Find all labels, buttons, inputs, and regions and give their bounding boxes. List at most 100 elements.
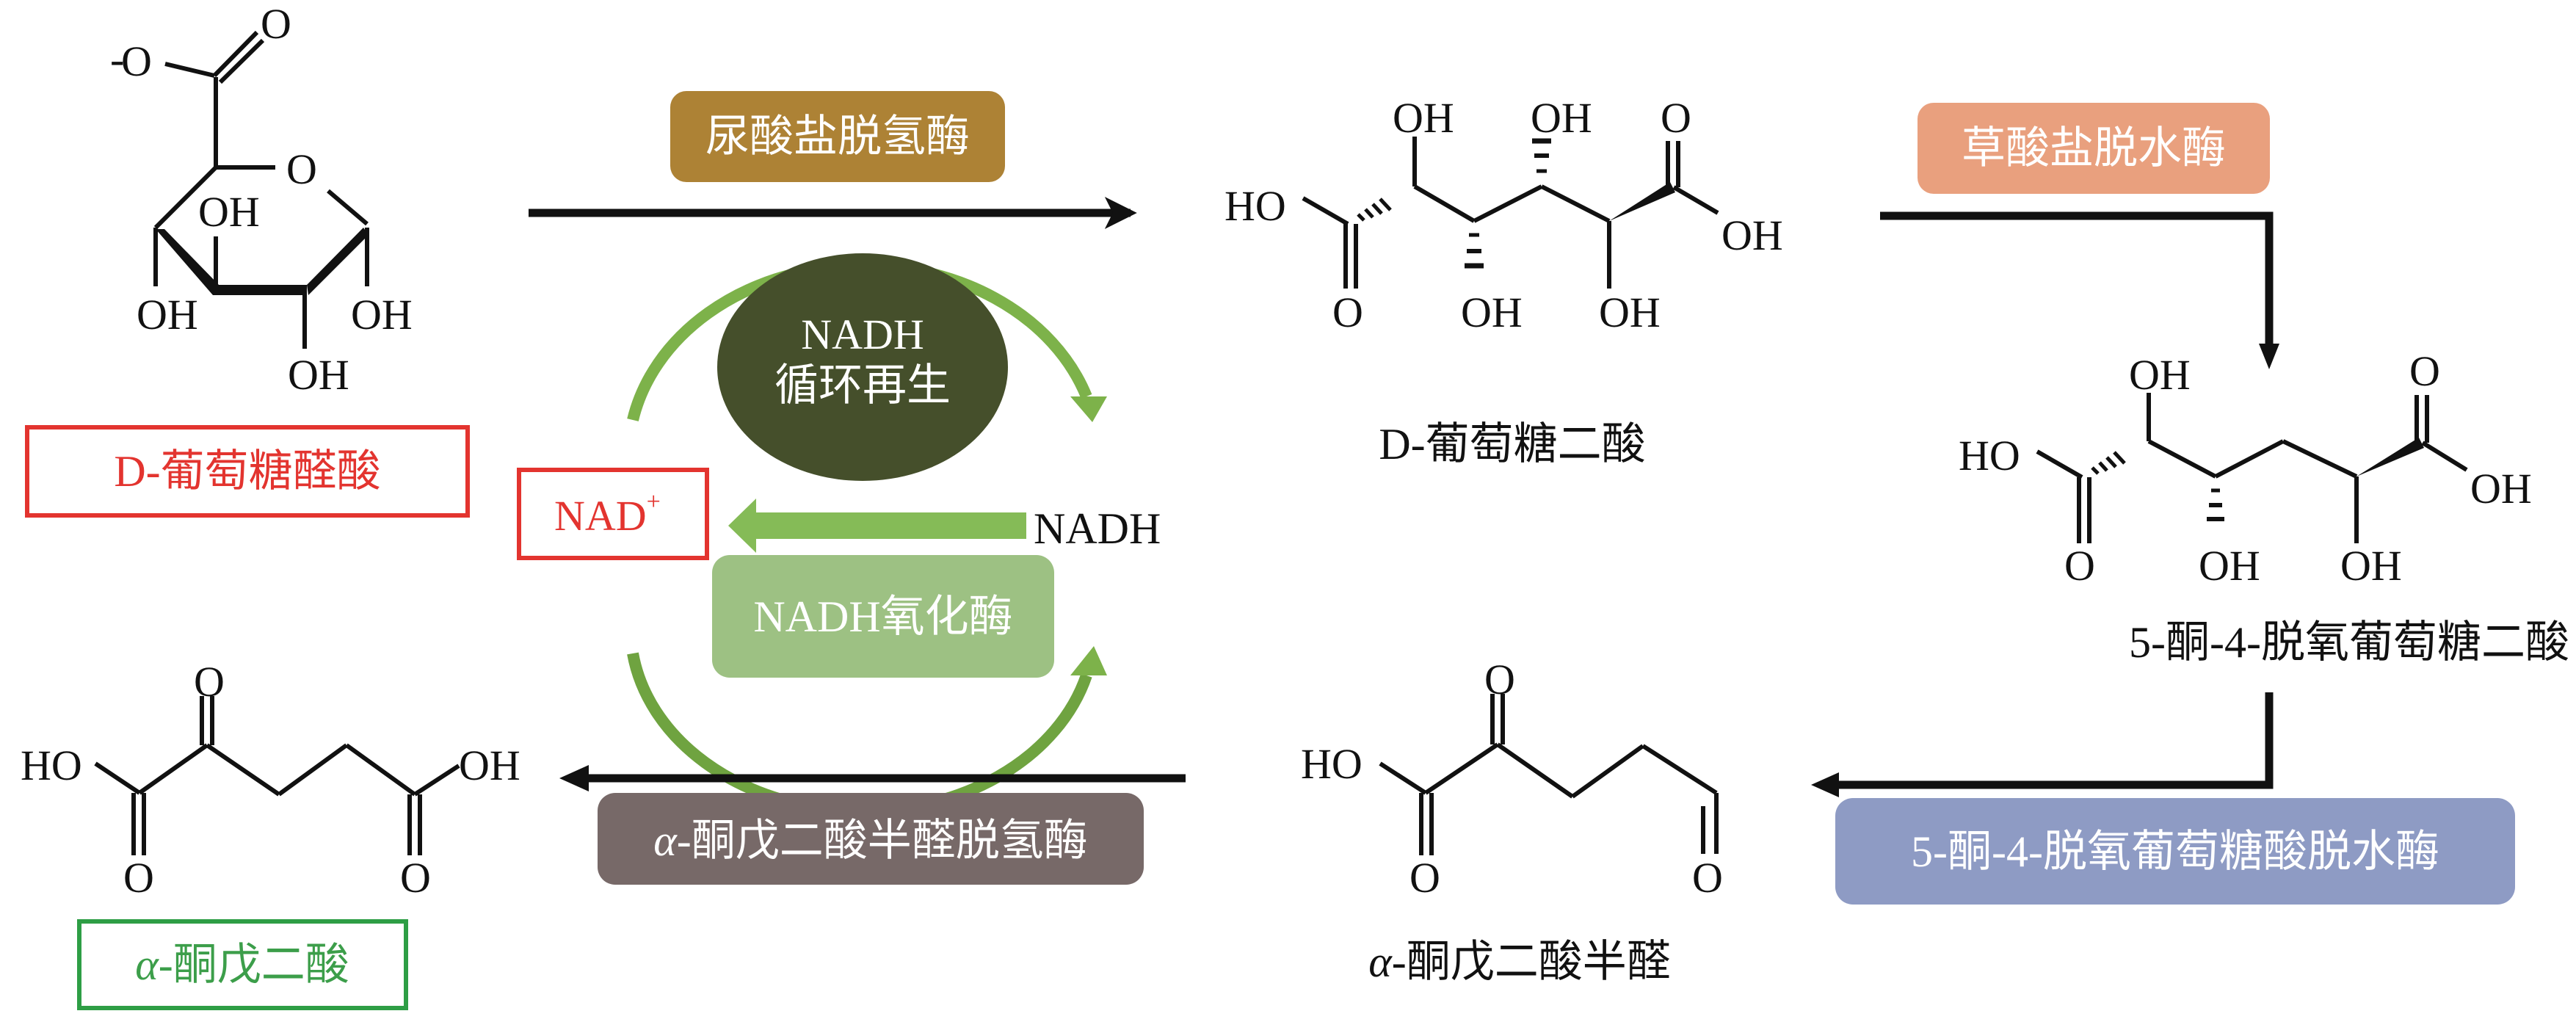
bond	[1302, 196, 1349, 226]
atom-label: O	[1692, 854, 1723, 902]
hashed-bond	[1532, 138, 1551, 173]
bond	[1641, 744, 1718, 795]
atom-label: OH	[1393, 94, 1454, 142]
hashed-bond	[2091, 451, 2126, 475]
cycle-title-line2: 循环再生	[774, 361, 951, 410]
bond	[218, 38, 265, 84]
akg-label: α-酮戊二酸	[135, 940, 349, 989]
kdg-label: 5-酮-4-脱氧葡萄糖二酸	[2129, 618, 2569, 667]
atom-label: -	[110, 35, 124, 83]
atom-label: O	[286, 145, 317, 193]
bond	[1571, 744, 1644, 799]
glucarate-structure: HO O OH OH OH OH O OH	[1224, 94, 1783, 336]
bond	[94, 761, 141, 795]
bond	[164, 62, 215, 78]
atom-label: OH	[1531, 94, 1592, 142]
bond	[2036, 449, 2083, 479]
atom-label: O	[194, 658, 225, 706]
akg-label-text: -酮戊二酸	[159, 940, 349, 989]
bond	[1540, 184, 1611, 223]
nad-plus-superscript: +	[647, 488, 661, 515]
atom-label: OH	[2340, 542, 2402, 590]
atom-label: OH	[1599, 289, 1661, 336]
bond	[2214, 439, 2285, 479]
glucuronate-label: D-葡萄糖醛酸	[114, 447, 380, 496]
bond	[1672, 185, 1719, 215]
nadh-label: NADH	[1034, 504, 1161, 553]
atom-label: O	[121, 37, 152, 85]
atom-label: OH	[2199, 542, 2260, 590]
nad-plus-text: NAD	[554, 492, 647, 540]
glucuronate-label-box	[25, 425, 470, 518]
atom-label: O	[2409, 347, 2440, 395]
reaction-arrowhead-4	[559, 765, 589, 791]
wedge-bond	[2357, 438, 2424, 476]
enzyme-label-kgsa-dh: α-酮戊二酸半醛脱氢酶	[653, 816, 1087, 865]
enzyme-box-glucarate-dh	[1918, 103, 2270, 194]
atom-label: O	[1332, 289, 1363, 336]
atom-label: O	[400, 854, 431, 902]
atom-label: OH	[2129, 351, 2191, 399]
wedge-bond	[307, 228, 369, 295]
alpha-symbol: α	[653, 816, 678, 865]
hashed-bond	[1465, 233, 1484, 269]
atom-label: OH	[1721, 211, 1783, 259]
enzyme-box-kdg-dh	[1835, 798, 2515, 905]
bond	[212, 30, 259, 78]
bond	[1379, 761, 1427, 795]
atom-label: O	[1484, 656, 1515, 703]
bond	[2421, 441, 2468, 472]
hashed-bond	[2207, 488, 2224, 521]
atom-label: HO	[21, 742, 82, 789]
glucarate-label: D-葡萄糖二酸	[1379, 420, 1645, 468]
wedge-bond	[1609, 182, 1675, 221]
akg-label-box	[77, 919, 408, 1010]
bond	[1473, 184, 1543, 223]
enzyme-label-glucarate-dh: 草酸盐脱水酶	[1962, 124, 2226, 173]
nad-plus-label: NAD+	[554, 488, 661, 540]
bond	[153, 165, 218, 230]
atom-label: OH	[459, 742, 520, 789]
atom-label: OH	[198, 188, 260, 236]
bond	[2147, 439, 2217, 479]
atom-label: HO	[1301, 740, 1363, 788]
cofactor-cycle-ellipse	[717, 253, 1008, 481]
atom-label: OH	[1461, 289, 1523, 336]
bond	[206, 743, 280, 797]
reaction-arrowhead-3	[1811, 772, 1839, 797]
atom-label: OH	[137, 291, 198, 338]
atom-label: O	[123, 854, 154, 902]
bond	[327, 189, 369, 226]
cycle-title-line1: NADH	[801, 311, 924, 358]
nad-plus-box	[517, 468, 709, 560]
atom-label: O	[261, 0, 291, 48]
enzyme-label-nadh-oxidase: NADH氧化酶	[753, 592, 1012, 641]
atom-label: O	[1661, 94, 1691, 142]
kgsa-label-text: -酮戊二酸半醛	[1392, 938, 1671, 986]
kgsa-structure: HO O O O	[1301, 656, 1723, 902]
enzyme-box-uronate-dh	[670, 91, 1005, 182]
atom-label: O	[2064, 542, 2095, 590]
atom-label: OH	[351, 291, 413, 338]
glucuronate-structure: - O O O OH OH OH OH	[110, 0, 413, 399]
bond	[413, 764, 460, 797]
hashed-bond	[1357, 197, 1392, 222]
enzyme-box-nadh-oxidase	[712, 555, 1054, 678]
alpha-symbol: α	[1368, 938, 1393, 986]
bond	[138, 743, 208, 795]
bond	[1424, 742, 1499, 795]
atom-label: OH	[288, 351, 349, 399]
atom-label: OH	[2470, 465, 2532, 512]
enzyme-label-kdg-dh: 5-酮-4-脱氧葡萄糖酸脱水酶	[1911, 827, 2439, 876]
enzyme-box-kgsa-dh	[598, 793, 1144, 885]
bond	[277, 743, 348, 797]
bond	[1413, 184, 1476, 223]
enzyme-label-uronate-dh: 尿酸盐脱氢酶	[705, 112, 970, 161]
enzyme-label-kgsa-dh-text: -酮戊二酸半醛脱氢酶	[677, 816, 1088, 865]
bond	[1496, 742, 1574, 799]
reaction-arrow-2	[1880, 211, 2274, 345]
atom-label: HO	[1959, 432, 2020, 479]
wedge-bond	[213, 285, 307, 295]
